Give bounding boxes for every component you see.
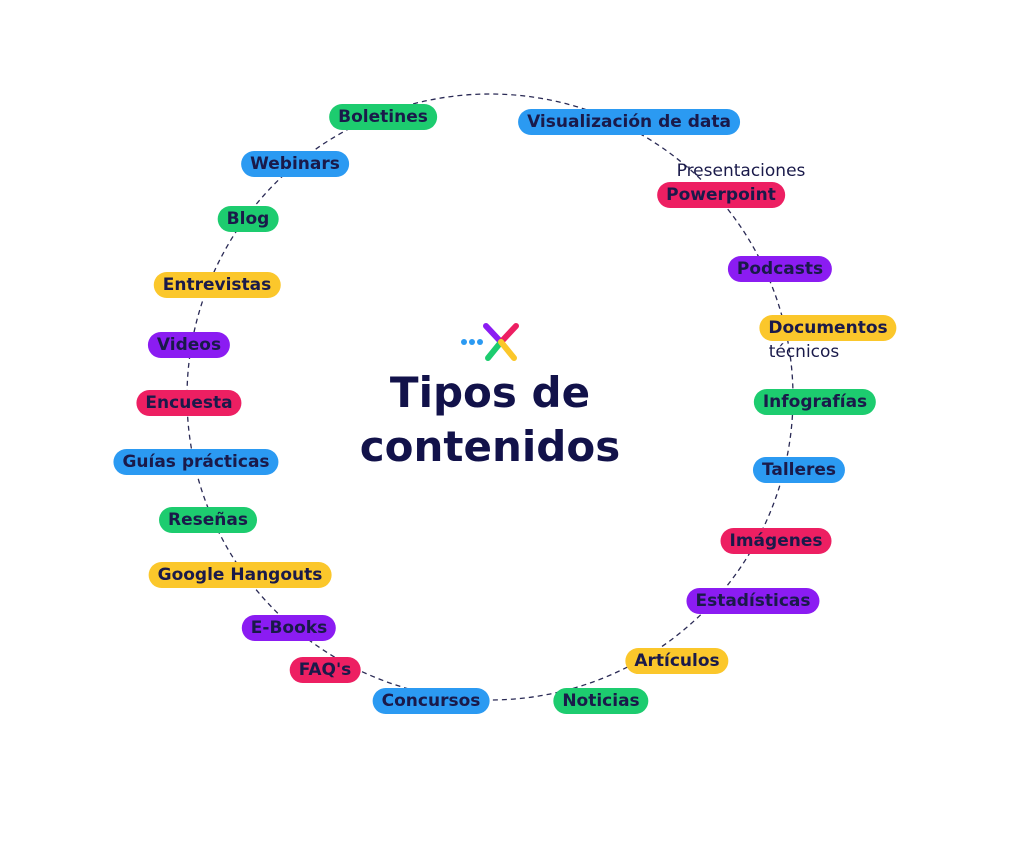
item-resenas: Reseñas (159, 507, 257, 533)
item-documentos-note: técnicos (768, 342, 840, 362)
item-boletines: Boletines (329, 104, 437, 130)
item-encuesta: Encuesta (136, 390, 242, 416)
item-google-hangouts: Google Hangouts (148, 562, 332, 588)
item-e-books: E-Books (241, 615, 337, 641)
item-faqs: FAQ's (289, 657, 361, 683)
item-estadisticas: Estadísticas (686, 588, 820, 614)
title-line-2: contenidos (359, 422, 621, 471)
item-documentos: Documentos (759, 315, 897, 341)
item-imagenes: Imágenes (720, 528, 832, 554)
item-powerpoint-note: Presentaciones (676, 161, 806, 181)
item-entrevistas: Entrevistas (153, 272, 281, 298)
item-videos: Videos (147, 332, 231, 358)
item-guias-practicas: Guías prácticas (113, 449, 279, 475)
item-blog: Blog (217, 206, 279, 232)
item-webinars: Webinars (241, 151, 349, 177)
item-talleres: Talleres (752, 457, 846, 483)
diagram-title: Tipos de contenidos (330, 366, 650, 474)
item-visualizacion-de-data: Visualización de data (518, 109, 740, 135)
item-powerpoint: Powerpoint (657, 182, 785, 208)
item-articulos: Artículos (625, 648, 729, 674)
title-line-1: Tipos de (389, 368, 591, 417)
item-infografias: Infografías (753, 389, 877, 415)
item-podcasts: Podcasts (727, 256, 833, 282)
x-arrow-logo-icon (461, 323, 519, 361)
item-noticias: Noticias (553, 688, 649, 714)
item-concursos: Concursos (372, 688, 490, 714)
